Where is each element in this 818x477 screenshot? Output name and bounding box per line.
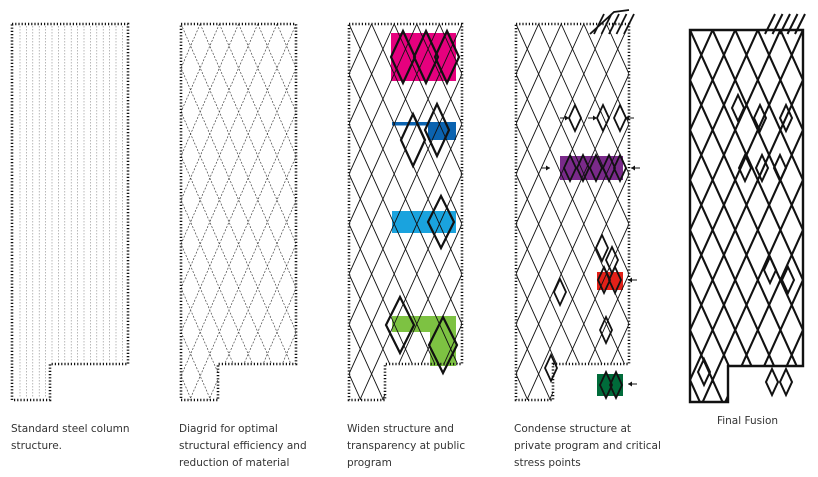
widened-diamond <box>433 28 461 86</box>
steel-column-lines <box>19 26 123 398</box>
widened-diamond <box>426 193 456 251</box>
widened-diamond <box>423 101 451 159</box>
condensed-diamond <box>595 232 609 264</box>
standard-column-diagram <box>10 22 130 402</box>
diagrid-lines <box>516 24 629 400</box>
caption-condense: Condense structure at private program an… <box>514 421 664 472</box>
stress-arrow-head <box>593 115 597 121</box>
caption-final-fusion: Final Fusion <box>690 413 805 430</box>
caption-line: structural efficiency and <box>179 440 307 452</box>
final-condensed-diamond <box>696 356 712 388</box>
final-condensed-diamond <box>764 366 780 398</box>
caption-line: Standard steel column <box>11 423 130 435</box>
final-roof-crenellation <box>764 13 806 35</box>
stress-arrow-head <box>631 165 635 171</box>
caption-diagrid: Diagrid for optimal structural efficienc… <box>179 421 319 472</box>
building-outline <box>179 22 298 402</box>
public-program-blue <box>428 122 456 140</box>
public-program-lime-lower <box>430 316 456 366</box>
final-condensed-diamond <box>778 102 794 134</box>
caption-line: Widen structure and <box>347 423 454 435</box>
caption-line: structure. <box>11 440 62 452</box>
final-condensed-diamond <box>780 264 796 296</box>
condensed-diamond <box>544 352 558 384</box>
condensed-diamond <box>609 369 623 401</box>
caption-line: Condense structure at <box>514 423 631 435</box>
roof-crenellation <box>589 9 635 35</box>
condensed-diamond <box>597 264 611 296</box>
final-condensed-diamond <box>754 152 770 184</box>
final-condensed-diamond <box>752 102 768 134</box>
condensed-diamond <box>576 152 590 184</box>
condense-structure-diagram <box>514 9 640 402</box>
final-condensed-diamond <box>730 92 746 124</box>
widened-diamond <box>384 294 416 356</box>
condensed-diamond <box>563 152 577 184</box>
widened-diamond <box>427 314 459 376</box>
final-condensed-diamond <box>778 366 794 398</box>
caption-line: transparency at public <box>347 440 466 452</box>
public-program-sky-blue <box>392 211 456 233</box>
diagrid-lines <box>349 24 462 400</box>
final-building-outline <box>688 28 805 404</box>
stress-arrow-head <box>565 115 569 121</box>
building-outline <box>10 22 130 402</box>
caption-line: program <box>347 457 392 469</box>
stress-arrow-head <box>628 381 632 387</box>
final-condensed-diamond <box>762 254 778 286</box>
diagrid-diagram <box>179 22 298 402</box>
widened-diamond <box>399 111 427 169</box>
condensed-diamond <box>553 276 567 308</box>
program-band-blue-line <box>392 122 432 126</box>
condensed-diamond <box>613 152 627 184</box>
condensed-diamond <box>589 152 603 184</box>
condensed-diamond <box>602 152 616 184</box>
widened-diamond <box>412 28 440 86</box>
caption-line: Diagrid for optimal <box>179 423 278 435</box>
caption-line: Final Fusion <box>716 415 779 427</box>
caption-standard-steel: Standard steel column structure. <box>11 421 151 455</box>
final-condensed-diamond <box>772 152 788 184</box>
condensed-diamond <box>568 102 582 134</box>
final-condensed-diamond <box>737 152 753 184</box>
stress-arrow-head <box>546 165 550 171</box>
final-diagrid-lines <box>690 30 803 402</box>
building-outline <box>347 22 464 402</box>
caption-line: stress points <box>514 457 581 469</box>
condensed-diamond <box>599 314 613 346</box>
condensed-diamond <box>608 264 622 296</box>
condensed-diamond <box>613 102 627 134</box>
diagrid-lines <box>181 24 296 400</box>
caption-widen: Widen structure and transparency at publ… <box>347 421 487 472</box>
building-outline <box>514 22 631 402</box>
widened-diamond <box>389 28 417 86</box>
condensed-diamond <box>599 369 613 401</box>
final-fusion-diagram <box>688 13 806 404</box>
widen-structure-diagram <box>347 22 464 402</box>
caption-line: reduction of material <box>179 457 290 469</box>
condensed-diamond <box>596 102 610 134</box>
caption-line: private program and critical <box>514 440 661 452</box>
